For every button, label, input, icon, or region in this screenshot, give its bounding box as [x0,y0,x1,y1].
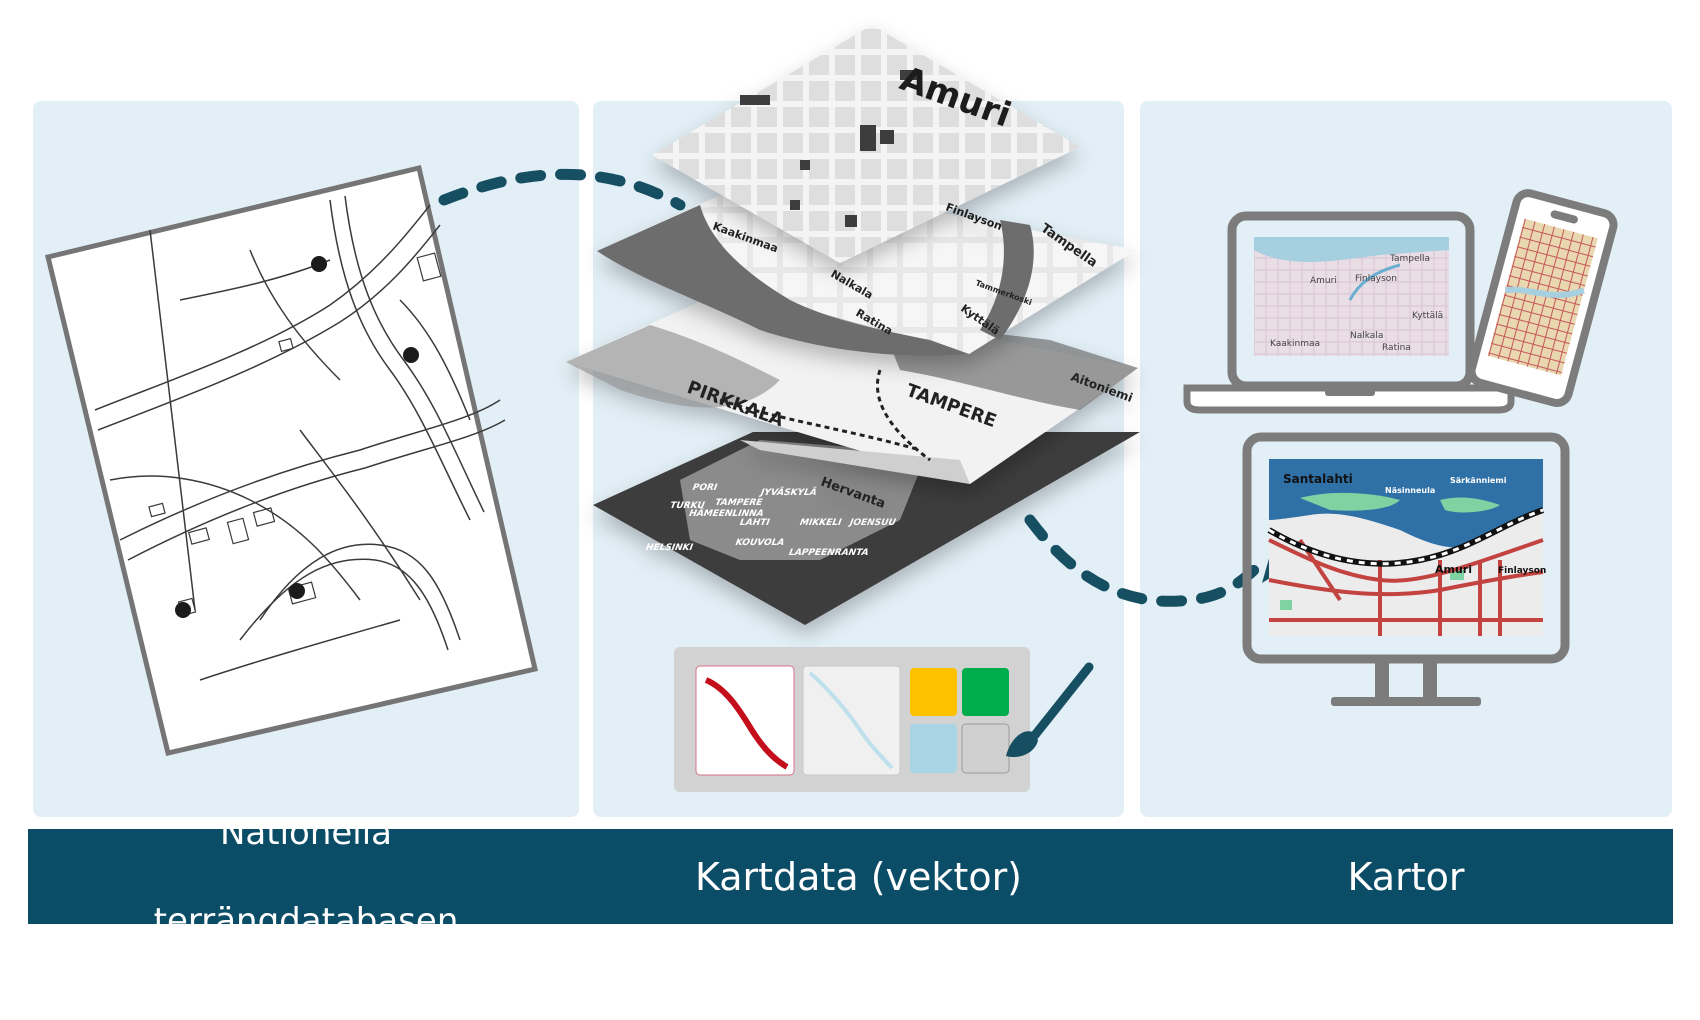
bottom-label-10: TAMPERE [713,497,764,508]
dashed-arrow-icon [438,168,1268,607]
swatch-gray [961,723,1010,774]
caption-band [28,829,1673,924]
style-palette-icon [674,647,1030,792]
bottom-label-9: JOENSUU [847,517,898,528]
bottom-label-7: KOUVOLA [734,537,787,548]
laptop-label-3: Kaakinmaa [1270,339,1320,349]
layer-bottom: PORI TURKU HÄMEENLINNA LAHTI JYVÄSKYLÄ M… [593,432,1140,625]
bottom-label-0: PORI [691,482,719,493]
bottom-label-6: HELSINKI [644,542,695,553]
bottom-label-5: MIKKELI [798,517,843,528]
label-maps: Kartor [1347,854,1465,899]
monitor-label-2: Särkänniemi [1450,476,1507,485]
swatch-green [962,668,1009,716]
bottom-label-3: LAHTI [738,517,772,528]
bottom-label-8: LAPPEENRANTA [787,547,871,558]
swatch-yellow [910,668,957,716]
layer-stack-icon: PORI TURKU HÄMEENLINNA LAHTI JYVÄSKYLÄ M… [566,25,1140,625]
monitor-label-3: Amuri [1435,563,1472,576]
swatch-blue [910,724,957,773]
label-vector-data: Kartdata (vektor) [694,854,1023,899]
laptop-label-6: Kyttälä [1412,311,1443,321]
monitor-label-1: Näsinneula [1385,486,1435,495]
laptop-label-0: Amuri [1310,276,1337,286]
laptop-icon: Amuri Tampella Finlayson Kaakinmaa Nalka… [1183,211,1515,414]
monitor-icon: Santalahti Näsinneula Särkänniemi Amuri … [1242,432,1570,706]
laptop-label-5: Ratina [1382,343,1411,353]
paintbrush-icon [1006,662,1094,758]
laptop-label-2: Finlayson [1355,274,1397,284]
label-terrain-database-line1: Nationella [219,812,393,853]
laptop-label-1: Tampella [1389,254,1430,264]
bottom-label-2: HÄMEENLINNA [687,508,766,519]
tablet-icon [1467,189,1618,407]
monitor-label-0: Santalahti [1283,472,1353,486]
monitor-label-4: Finlayson [1498,566,1546,576]
bottom-label-4: JYVÄSKYLÄ [758,487,819,498]
label-terrain-database-line2: terrängdatabasen [153,900,459,941]
laptop-label-4: Nalkala [1350,331,1383,341]
label-terrain-database: Nationella terrängdatabasen [33,813,579,941]
layer-second: Kaakinmaa Nalkala Ratina Tampella Tammer… [597,178,1136,356]
paper-map-icon [44,164,539,756]
bottom-label-1: TURKU [668,500,706,511]
